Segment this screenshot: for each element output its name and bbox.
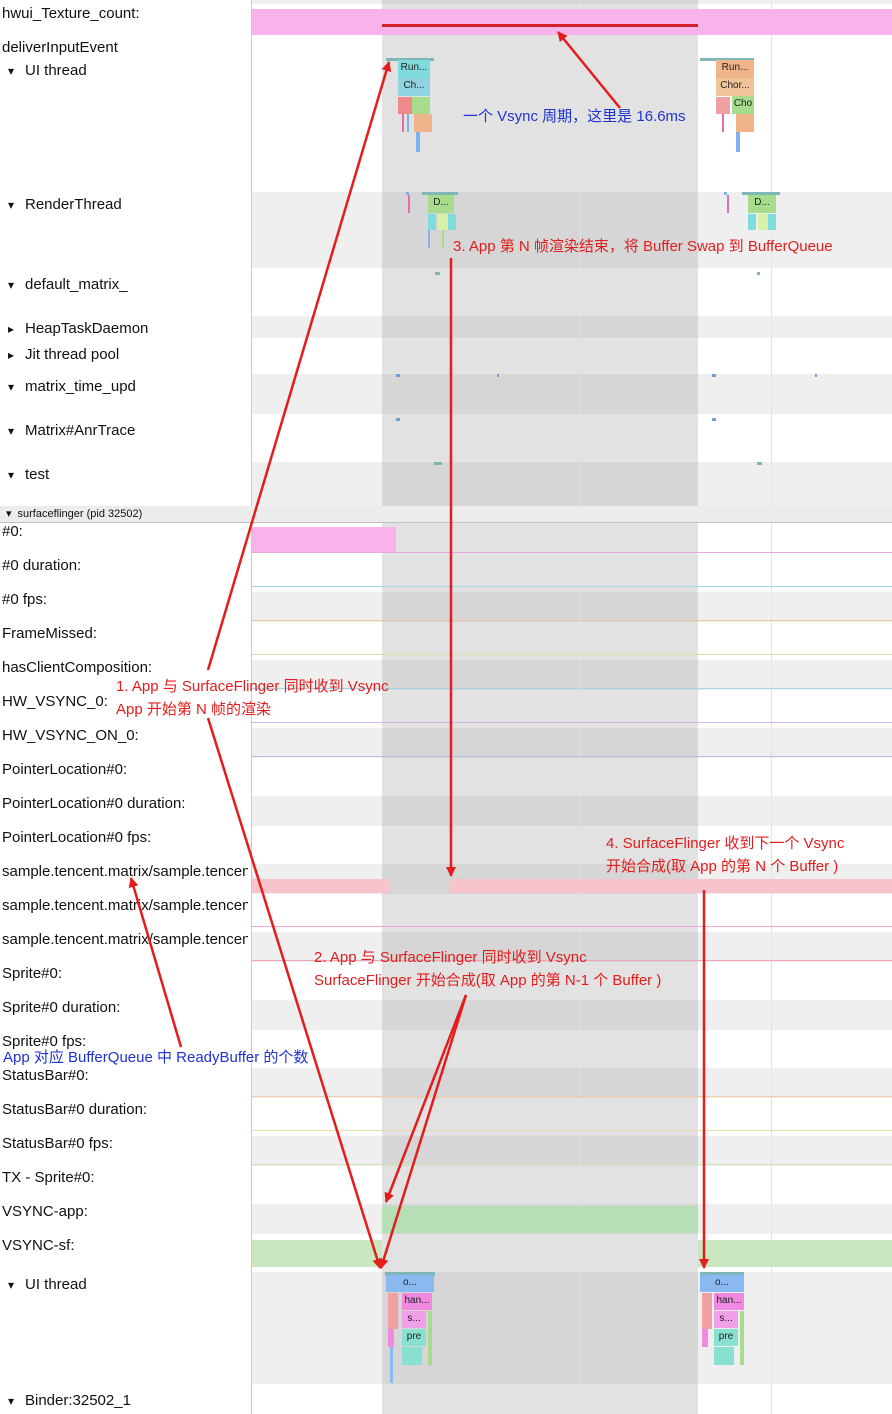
collapse-toggle-icon[interactable]: ▾ bbox=[8, 1278, 15, 1292]
readybuffer-counter-seg-2 bbox=[450, 879, 774, 893]
vsync-sf-pulse-1 bbox=[252, 1240, 382, 1267]
vsync-app-pulse bbox=[382, 1206, 698, 1233]
track-label-binder[interactable]: ▾Binder:32502_1 bbox=[8, 1392, 131, 1409]
track-label-vsync-sf[interactable]: VSYNC-sf: bbox=[2, 1237, 75, 1254]
track-label-test[interactable]: ▾test bbox=[8, 466, 50, 483]
track-label-pointer-location-duration[interactable]: PointerLocation#0 duration: bbox=[2, 795, 186, 812]
collapse-toggle-icon[interactable]: ▾ bbox=[8, 278, 15, 292]
collapse-toggle-icon[interactable]: ▾ bbox=[8, 1394, 15, 1408]
track-label-sf-ui-thread[interactable]: ▾UI thread bbox=[8, 1276, 87, 1293]
collapse-toggle-icon[interactable]: ▾ bbox=[8, 468, 15, 482]
track-label-pointer-location[interactable]: PointerLocation#0: bbox=[2, 761, 128, 778]
track-label-sprite-0[interactable]: Sprite#0: bbox=[2, 965, 63, 982]
track-label-statusbar-0[interactable]: StatusBar#0: bbox=[2, 1067, 89, 1084]
arrow-step1-sf bbox=[206, 717, 383, 1269]
annotation-step2-line1: 2. App 与 SurfaceFlinger 同时收到 Vsync bbox=[314, 949, 587, 966]
sf-slice-oncomposition[interactable]: o... bbox=[700, 1275, 744, 1292]
sf-slice-handle-message[interactable]: han... bbox=[402, 1293, 432, 1310]
track-label-sf-0-duration[interactable]: #0 duration: bbox=[2, 557, 82, 574]
track-label-sf-0-fps[interactable]: #0 fps: bbox=[2, 591, 48, 608]
track-label-has-client-composition[interactable]: hasClientComposition: bbox=[2, 659, 153, 676]
ui-slice-choreographer[interactable]: Cho bbox=[732, 96, 754, 114]
track-label-matrix-time-upd[interactable]: ▾matrix_time_upd bbox=[8, 378, 136, 395]
hwui-texture-count-counter bbox=[252, 9, 892, 35]
sf-slice-s[interactable]: s... bbox=[714, 1311, 738, 1328]
arrow-step1-ui bbox=[206, 61, 392, 671]
timeline-track-area[interactable]: Run... Ch... Run... Chor... Cho D... D..… bbox=[252, 0, 892, 1414]
vsync-period-marker bbox=[382, 24, 698, 27]
annotation-vsync-period: 一个 Vsync 周期，这里是 16.6ms bbox=[463, 108, 686, 125]
track-label-pointer-location-fps[interactable]: PointerLocation#0 fps: bbox=[2, 829, 152, 846]
track-label-sprite-0-fps[interactable]: Sprite#0 fps: bbox=[2, 1033, 87, 1050]
track-label-sample-matrix-1[interactable]: sample.tencent.matrix/sample.tencent bbox=[2, 863, 248, 880]
track-label-ui-thread[interactable]: ▾UI thread bbox=[8, 62, 87, 79]
annotation-step1-line1: 1. App 与 SurfaceFlinger 同时收到 Vsync bbox=[116, 678, 389, 695]
process-header-surfaceflinger[interactable]: ▾surfaceflinger (pid 32502) bbox=[0, 506, 892, 523]
readybuffer-counter-seg-3 bbox=[774, 879, 892, 893]
track-label-statusbar-0-duration[interactable]: StatusBar#0 duration: bbox=[2, 1101, 148, 1118]
collapse-toggle-icon[interactable]: ▾ bbox=[8, 64, 15, 78]
track-label-tx-sprite-0[interactable]: TX - Sprite#0: bbox=[2, 1169, 95, 1186]
sf-slice-handle-message[interactable]: han... bbox=[714, 1293, 744, 1310]
track-label-matrix-anrtrace[interactable]: ▾Matrix#AnrTrace bbox=[8, 422, 136, 439]
track-label-default-matrix[interactable]: ▾default_matrix_ bbox=[8, 276, 128, 293]
vsync-sf-pulse-2 bbox=[698, 1240, 892, 1267]
arrow-readybuffer bbox=[128, 877, 183, 1048]
arrow-vsync-period bbox=[557, 31, 621, 109]
sf-slice-s[interactable]: s... bbox=[402, 1311, 426, 1328]
vsync-period-highlight bbox=[382, 0, 698, 1414]
track-label-panel: hwui_Texture_count: deliverInputEvent ▾U… bbox=[0, 0, 252, 1414]
annotation-step1-line2: App 开始第 N 帧的渲染 bbox=[116, 701, 272, 718]
track-label-hw-vsync-0[interactable]: HW_VSYNC_0: bbox=[2, 693, 108, 710]
ui-slice-choreographer[interactable]: Ch... bbox=[398, 78, 430, 96]
readybuffer-counter-seg-1 bbox=[252, 879, 390, 893]
render-slice-draw[interactable]: D... bbox=[748, 195, 776, 213]
track-label-jit-thread-pool[interactable]: ▸Jit thread pool bbox=[8, 346, 120, 363]
annotation-step4-line1: 4. SurfaceFlinger 收到下一个 Vsync bbox=[606, 835, 845, 852]
ui-slice-run[interactable]: Run... bbox=[398, 60, 430, 78]
sf-slice-present[interactable]: pre bbox=[714, 1329, 738, 1346]
collapse-toggle-icon[interactable]: ▾ bbox=[8, 424, 15, 438]
expand-toggle-icon[interactable]: ▸ bbox=[8, 348, 15, 362]
track-label-statusbar-0-fps[interactable]: StatusBar#0 fps: bbox=[2, 1135, 113, 1152]
collapse-toggle-icon[interactable]: ▾ bbox=[6, 508, 12, 520]
track-label-frame-missed[interactable]: FrameMissed: bbox=[2, 625, 98, 642]
sf-slice-present[interactable]: pre bbox=[402, 1329, 426, 1346]
collapse-toggle-icon[interactable]: ▾ bbox=[8, 198, 15, 212]
collapse-toggle-icon[interactable]: ▾ bbox=[8, 380, 15, 394]
sf-0-counter bbox=[252, 527, 396, 552]
ui-slice-run[interactable]: Run... bbox=[716, 60, 754, 78]
arrow-step2-app bbox=[384, 994, 468, 1203]
track-label-sample-matrix-3[interactable]: sample.tencent.matrix/sample.tencent bbox=[2, 931, 248, 948]
sf-slice-oncomposition[interactable]: o... bbox=[386, 1275, 434, 1292]
track-label-sf-0[interactable]: #0: bbox=[2, 523, 23, 540]
annotation-readybuffer: App 对应 BufferQueue 中 ReadyBuffer 的个数 bbox=[3, 1049, 309, 1066]
expand-toggle-icon[interactable]: ▸ bbox=[8, 322, 15, 336]
track-label-heap-task-daemon[interactable]: ▸HeapTaskDaemon bbox=[8, 320, 149, 337]
track-label-hw-vsync-on-0[interactable]: HW_VSYNC_ON_0: bbox=[2, 727, 139, 744]
track-label-vsync-app[interactable]: VSYNC-app: bbox=[2, 1203, 88, 1220]
annotation-step4-line2: 开始合成(取 App 的第 N 个 Buffer ) bbox=[606, 858, 839, 875]
track-label-deliver-input-event[interactable]: deliverInputEvent bbox=[2, 39, 118, 56]
track-label-render-thread[interactable]: ▾RenderThread bbox=[8, 196, 122, 213]
annotation-step3: 3. App 第 N 帧渲染结束，将 Buffer Swap 到 BufferQ… bbox=[453, 238, 833, 255]
track-label-sample-matrix-2[interactable]: sample.tencent.matrix/sample.tencent bbox=[2, 897, 248, 914]
render-slice-draw[interactable]: D... bbox=[428, 195, 454, 213]
track-label-hwui-texture-count[interactable]: hwui_Texture_count: bbox=[2, 5, 140, 22]
track-label-sprite-0-duration[interactable]: Sprite#0 duration: bbox=[2, 999, 121, 1016]
annotation-step2-line2: SurfaceFlinger 开始合成(取 App 的第 N-1 个 Buffe… bbox=[314, 972, 662, 989]
ui-slice-choreographer[interactable]: Chor... bbox=[716, 78, 754, 96]
arrow-step2-sf bbox=[378, 994, 468, 1269]
